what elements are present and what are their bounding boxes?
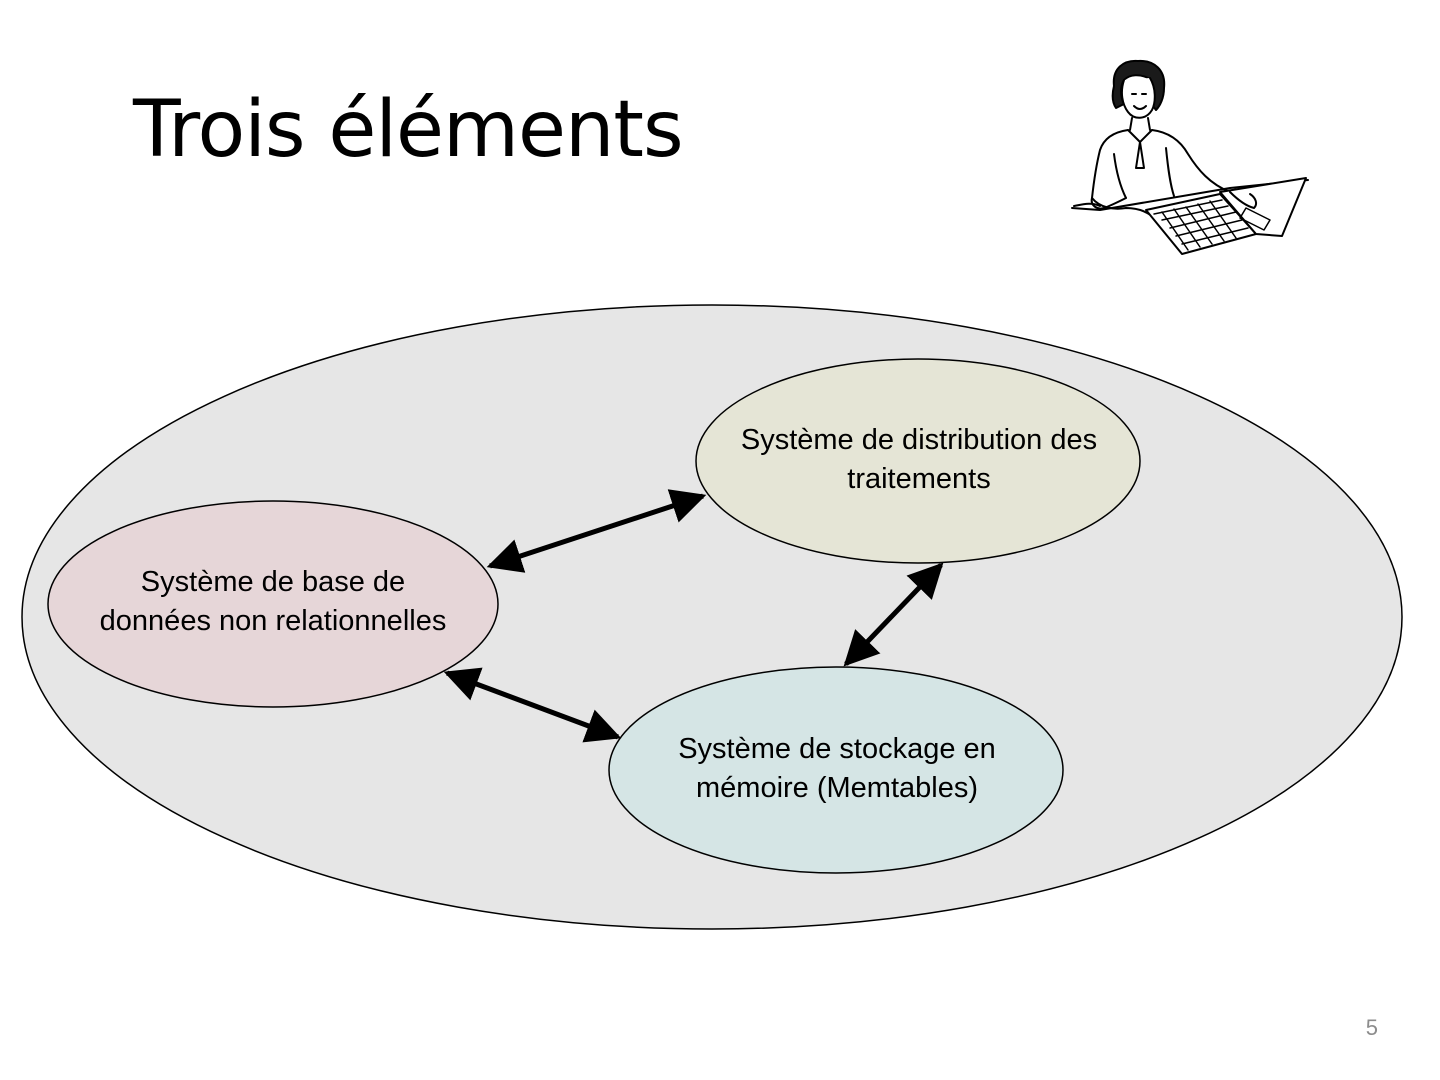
node-label-memtables-storage: Système de stockage en mémoire (Memtable… bbox=[609, 730, 1065, 808]
page-number: 5 bbox=[1366, 1015, 1378, 1041]
node-label-processing-distribution: Système de distribution des traitements bbox=[696, 421, 1142, 499]
node-label-nosql-database: Système de base de données non relationn… bbox=[48, 563, 498, 641]
